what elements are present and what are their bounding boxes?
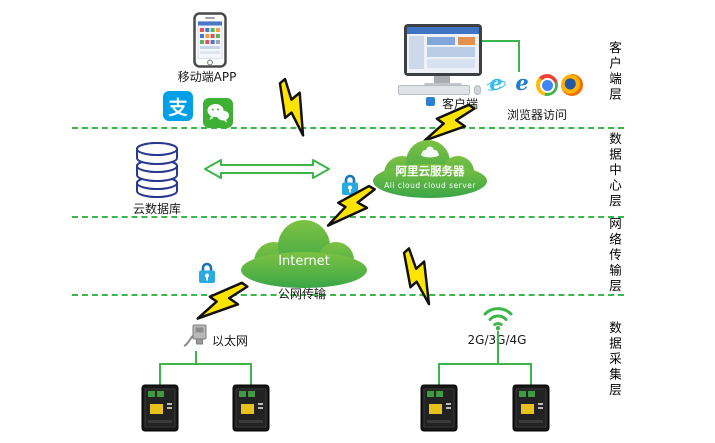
connector-wifi-stem (497, 331, 499, 364)
alipay-glyph: 支 (168, 96, 188, 119)
ie-browser-icon: e (484, 70, 507, 96)
cloud-db-label: 云数据库 (132, 202, 181, 216)
chrome-browser-icon (536, 74, 558, 96)
wechat-bubbles (207, 104, 229, 123)
internet-label: Internet (278, 253, 330, 269)
connector-client-browser-v (518, 40, 520, 72)
screen-panel-2 (458, 37, 475, 45)
screen-panel-1 (427, 37, 455, 45)
firefox-browser-icon (561, 74, 583, 96)
double-arrow-icon (203, 158, 331, 184)
ethernet-label: 以太网 (212, 334, 249, 348)
client-badge-icon (426, 97, 435, 106)
ali-cloud-title: 阿里云服务器 (395, 163, 465, 178)
connector-client-browser-h (482, 40, 520, 42)
screen-titlebar (407, 27, 479, 34)
layer-label-transport: 网络传输层 (607, 217, 622, 295)
connector-wifi-branch (438, 363, 532, 365)
layer-label-datacenter: 数据中心层 (607, 132, 622, 210)
mini-cloud-icon (421, 146, 439, 158)
lightning-icon-ethernet (189, 269, 252, 339)
cellular-label: 2G/3G/4G (461, 333, 533, 347)
layer-label-collection: 数据采集层 (607, 321, 622, 399)
edge-glyph: e (515, 70, 529, 95)
monitor-stand (434, 76, 450, 83)
cloud-database-icon (134, 139, 180, 203)
wifi-icon (481, 301, 515, 335)
device-terminal-3 (420, 384, 458, 436)
ethernet-plug-icon (180, 322, 210, 356)
browser-access-label: 浏览器访问 (506, 108, 567, 122)
lightning-icon-cellular (387, 244, 454, 313)
connector-wifi-drop-1 (438, 363, 440, 385)
mobile-app-label: 移动端APP (177, 70, 237, 84)
layer-divider-3 (72, 294, 624, 296)
smartphone-icon (193, 12, 227, 72)
alipay-icon: 支 (163, 91, 193, 121)
connector-wifi-drop-2 (530, 363, 532, 385)
screen-sidebar (409, 36, 424, 69)
layer-divider-1 (72, 127, 624, 129)
device-terminal-2 (232, 384, 270, 436)
lock-icon-datacenter (340, 172, 360, 201)
internet-cloud-icon: Internet (238, 220, 370, 294)
lock-icon-network (197, 260, 217, 289)
edge-browser-icon: e (511, 70, 533, 96)
public-network-label: 公网传输 (277, 287, 326, 301)
connector-eth-stem (195, 351, 197, 364)
monitor-screen (407, 27, 479, 73)
firefox-disc (561, 74, 583, 96)
screen-panel-3 (427, 47, 475, 57)
connector-eth-drop-1 (159, 363, 161, 385)
ie-glyph: e (489, 70, 503, 95)
device-terminal-4 (512, 384, 550, 436)
lightning-icon-mobile (262, 74, 328, 143)
chrome-disc (536, 74, 558, 96)
layer-label-client: 客户端层 (607, 41, 622, 103)
connector-eth-drop-2 (250, 363, 252, 385)
ali-cloud-subtitle: Ali cloud cloud server (384, 180, 476, 190)
keyboard-icon (398, 85, 470, 95)
wechat-icon (203, 98, 233, 128)
ali-cloud-icon: 阿里云服务器 Ali cloud cloud server (370, 138, 490, 204)
connector-eth-branch (159, 363, 252, 365)
desktop-monitor-icon (404, 24, 482, 76)
lightning-icon-client (416, 91, 479, 161)
device-terminal-1 (141, 384, 179, 436)
mouse-icon (474, 85, 481, 95)
lightning-icon-cloud-internet (320, 174, 380, 245)
screen-panel-4 (427, 59, 475, 68)
